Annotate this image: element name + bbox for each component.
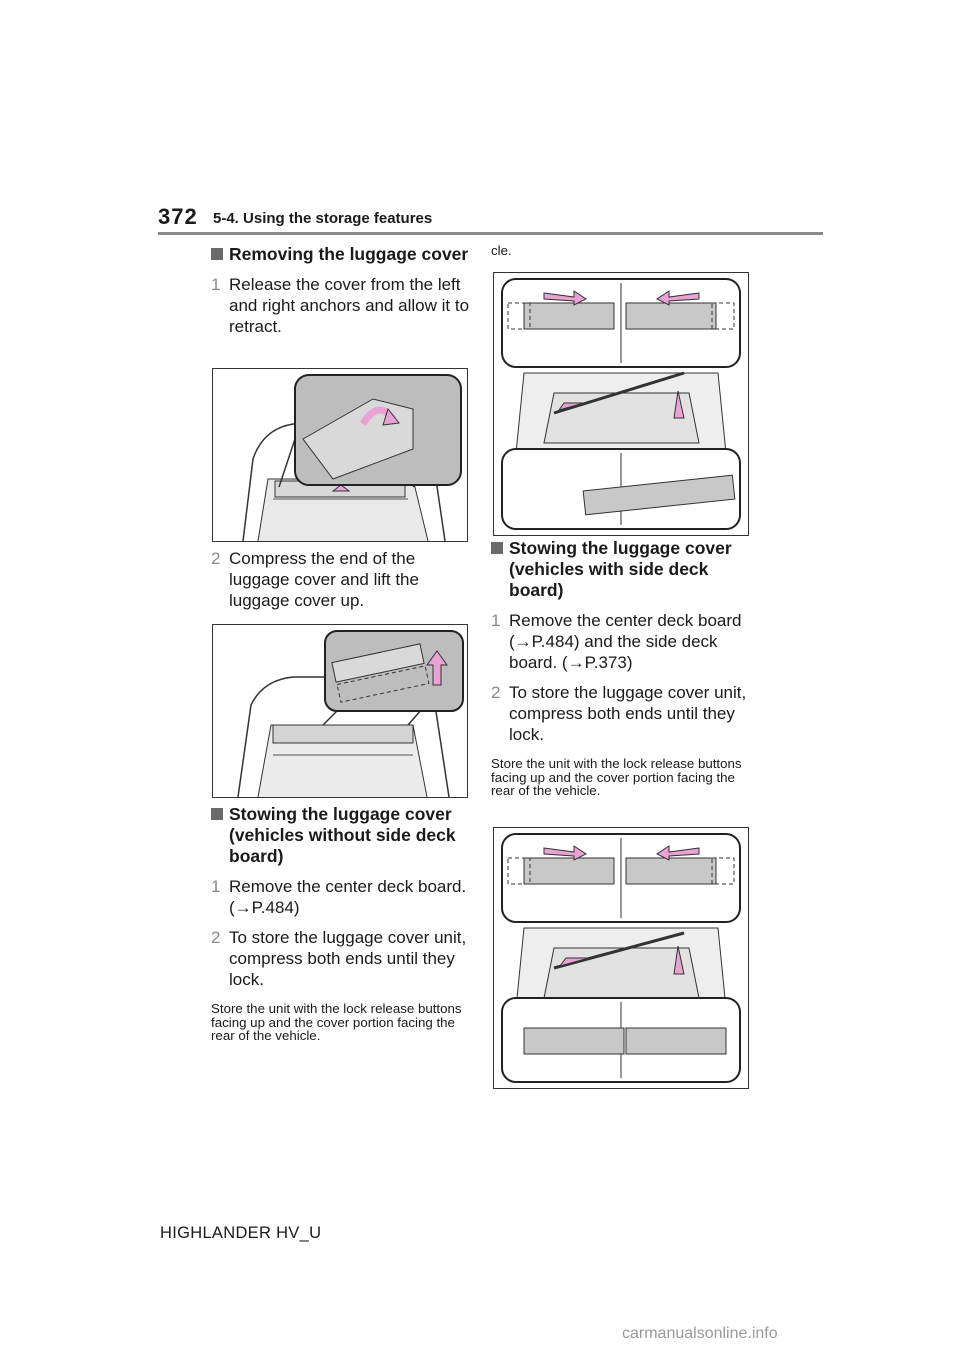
right-stow-block: Stowing the luggage cover (vehicles with…	[491, 538, 753, 798]
cargo-area-illustration	[242, 374, 462, 541]
watermark: carmanualsonline.info	[622, 1325, 778, 1342]
cargo-area-illustration	[237, 630, 464, 797]
page-number: 372	[158, 204, 198, 229]
left-stow-block: Stowing the luggage cover (vehicles with…	[211, 804, 473, 1043]
stow-illustration	[501, 278, 741, 530]
square-bullet-icon	[211, 248, 223, 260]
page-header: 372 5-4. Using the storage features	[158, 204, 823, 232]
stow-illustration	[501, 833, 741, 1083]
heading-stow-no-side-deck: Stowing the luggage cover (vehicles with…	[211, 804, 473, 867]
stow-nodeck-note: Store the unit with the lock release but…	[211, 1001, 462, 1043]
figure-lift-cover	[212, 624, 468, 798]
footer-model: HIGHLANDER HV_U	[160, 1224, 322, 1242]
square-bullet-icon	[491, 542, 503, 554]
figure-stow-side-deck	[493, 827, 749, 1089]
square-bullet-icon	[211, 808, 223, 820]
heading-stow-side-deck: Stowing the luggage cover (vehicles with…	[491, 538, 753, 601]
section-title: 5-4. Using the storage features	[213, 210, 433, 227]
stow-deck-note: Store the unit with the lock release but…	[491, 756, 742, 798]
figure-stow-no-side-deck	[493, 272, 749, 536]
heading-remove-cover: Removing the luggage cover	[211, 244, 473, 265]
note-continuation: cle.	[491, 243, 512, 258]
figure-release-cover	[212, 368, 468, 542]
header-rule	[158, 232, 823, 235]
